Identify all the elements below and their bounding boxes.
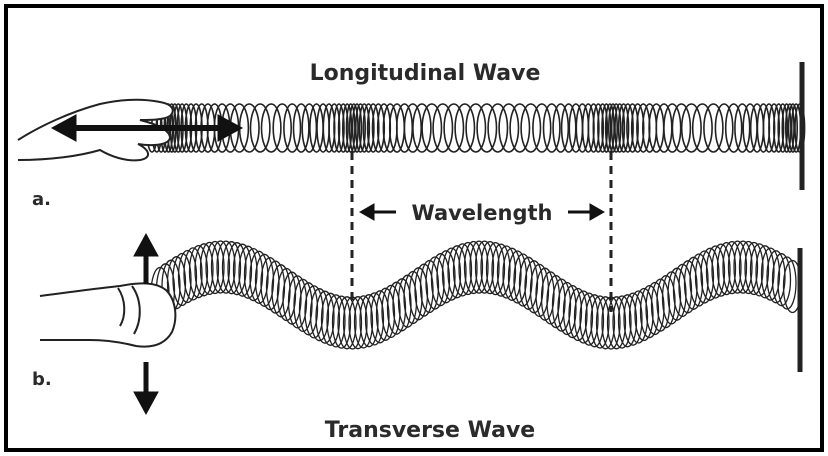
transverse-title: Transverse Wave	[325, 418, 535, 443]
hand-icon	[40, 283, 175, 346]
panel-a-label: a.	[32, 189, 51, 210]
wavelength-label: Wavelength	[412, 201, 553, 225]
longitudinal-title: Longitudinal Wave	[310, 61, 541, 86]
panel-b-label: b.	[32, 369, 52, 390]
